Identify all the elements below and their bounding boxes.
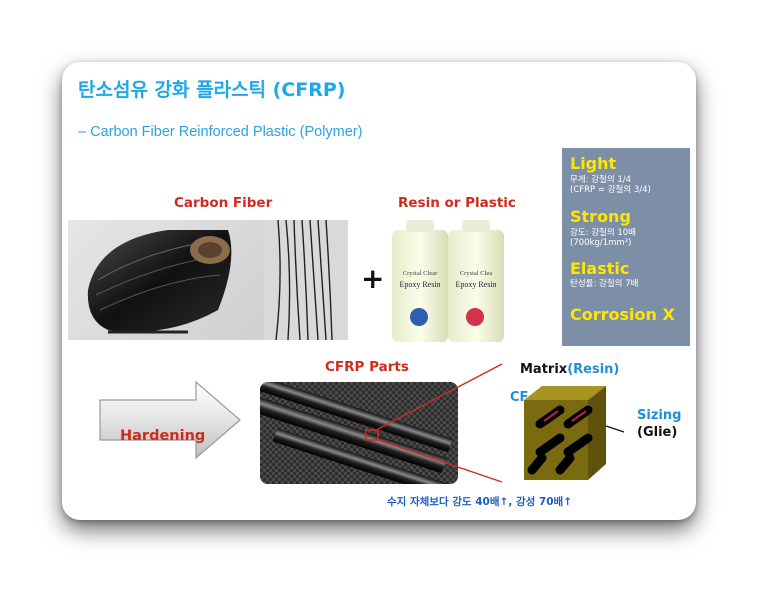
property-strong-heading: Strong — [570, 207, 631, 226]
carbon-fiber-label: Carbon Fiber — [174, 195, 273, 211]
glie-label: (Glie) — [637, 425, 678, 440]
cfrp-tubes-image — [260, 382, 458, 484]
hardening-arrow-icon — [99, 380, 241, 460]
matrix-label: Matrix(Resin) — [520, 362, 619, 377]
cf-label: CF — [510, 390, 529, 405]
cfrp-parts-photo — [260, 382, 458, 484]
bottle-left-label-1: Crystal Clear — [402, 270, 438, 277]
resin-bottle-left: Crystal Clear Epoxy Resin — [392, 220, 448, 342]
carbon-fiber-spool-image — [87, 220, 348, 340]
resin-label: Resin or Plastic — [398, 195, 516, 211]
hardening-label: Hardening — [120, 428, 206, 444]
property-light-line2: (CFRP = 강철의 3/4) — [570, 185, 651, 195]
property-strong-line2: (700kg/1mm²) — [570, 238, 632, 248]
property-light-line1: 무게: 강철의 1/4 — [570, 175, 632, 185]
sizing-label: Sizing — [637, 408, 682, 423]
slide-subtitle: – Carbon Fiber Reinforced Plastic (Polym… — [78, 124, 363, 140]
property-elastic-line1: 탄성률: 강철의 7배 — [570, 279, 639, 289]
bottle-left-label-2: Epoxy Resin — [399, 280, 441, 289]
composite-cube-diagram — [524, 386, 625, 480]
summary-caption: 수지 자체보다 강도 40배↑, 강성 70배↑ — [387, 496, 573, 508]
zoom-lines — [377, 363, 503, 483]
resin-bottles: Crystal Clear Epoxy Resin Crystal Clea E… — [386, 220, 506, 344]
property-elastic-heading: Elastic — [570, 259, 630, 278]
property-light-heading: Light — [570, 154, 617, 173]
bottle-right-label-1: Crystal Clea — [459, 270, 493, 277]
properties-box: Light 무게: 강철의 1/4 (CFRP = 강철의 3/4) Stron… — [562, 148, 690, 346]
slide: 탄소섬유 강화 플라스틱 (CFRP) – Carbon Fiber Reinf… — [62, 62, 696, 520]
carbon-fiber-photo — [68, 220, 348, 340]
plus-sign: + — [361, 262, 385, 295]
bottle-right-label-2: Epoxy Resin — [455, 280, 497, 289]
matrix-text: Matrix — [520, 362, 568, 377]
matrix-resin-text: (Resin) — [567, 362, 620, 377]
property-strong-line1: 강도: 강철의 10배 — [570, 228, 637, 238]
resin-bottle-right: Crystal Clea Epoxy Resin — [448, 220, 504, 342]
slide-title: 탄소섬유 강화 플라스틱 (CFRP) — [78, 79, 346, 101]
property-corrosion-heading: Corrosion X — [570, 305, 675, 324]
cfrp-parts-label: CFRP Parts — [325, 359, 409, 375]
